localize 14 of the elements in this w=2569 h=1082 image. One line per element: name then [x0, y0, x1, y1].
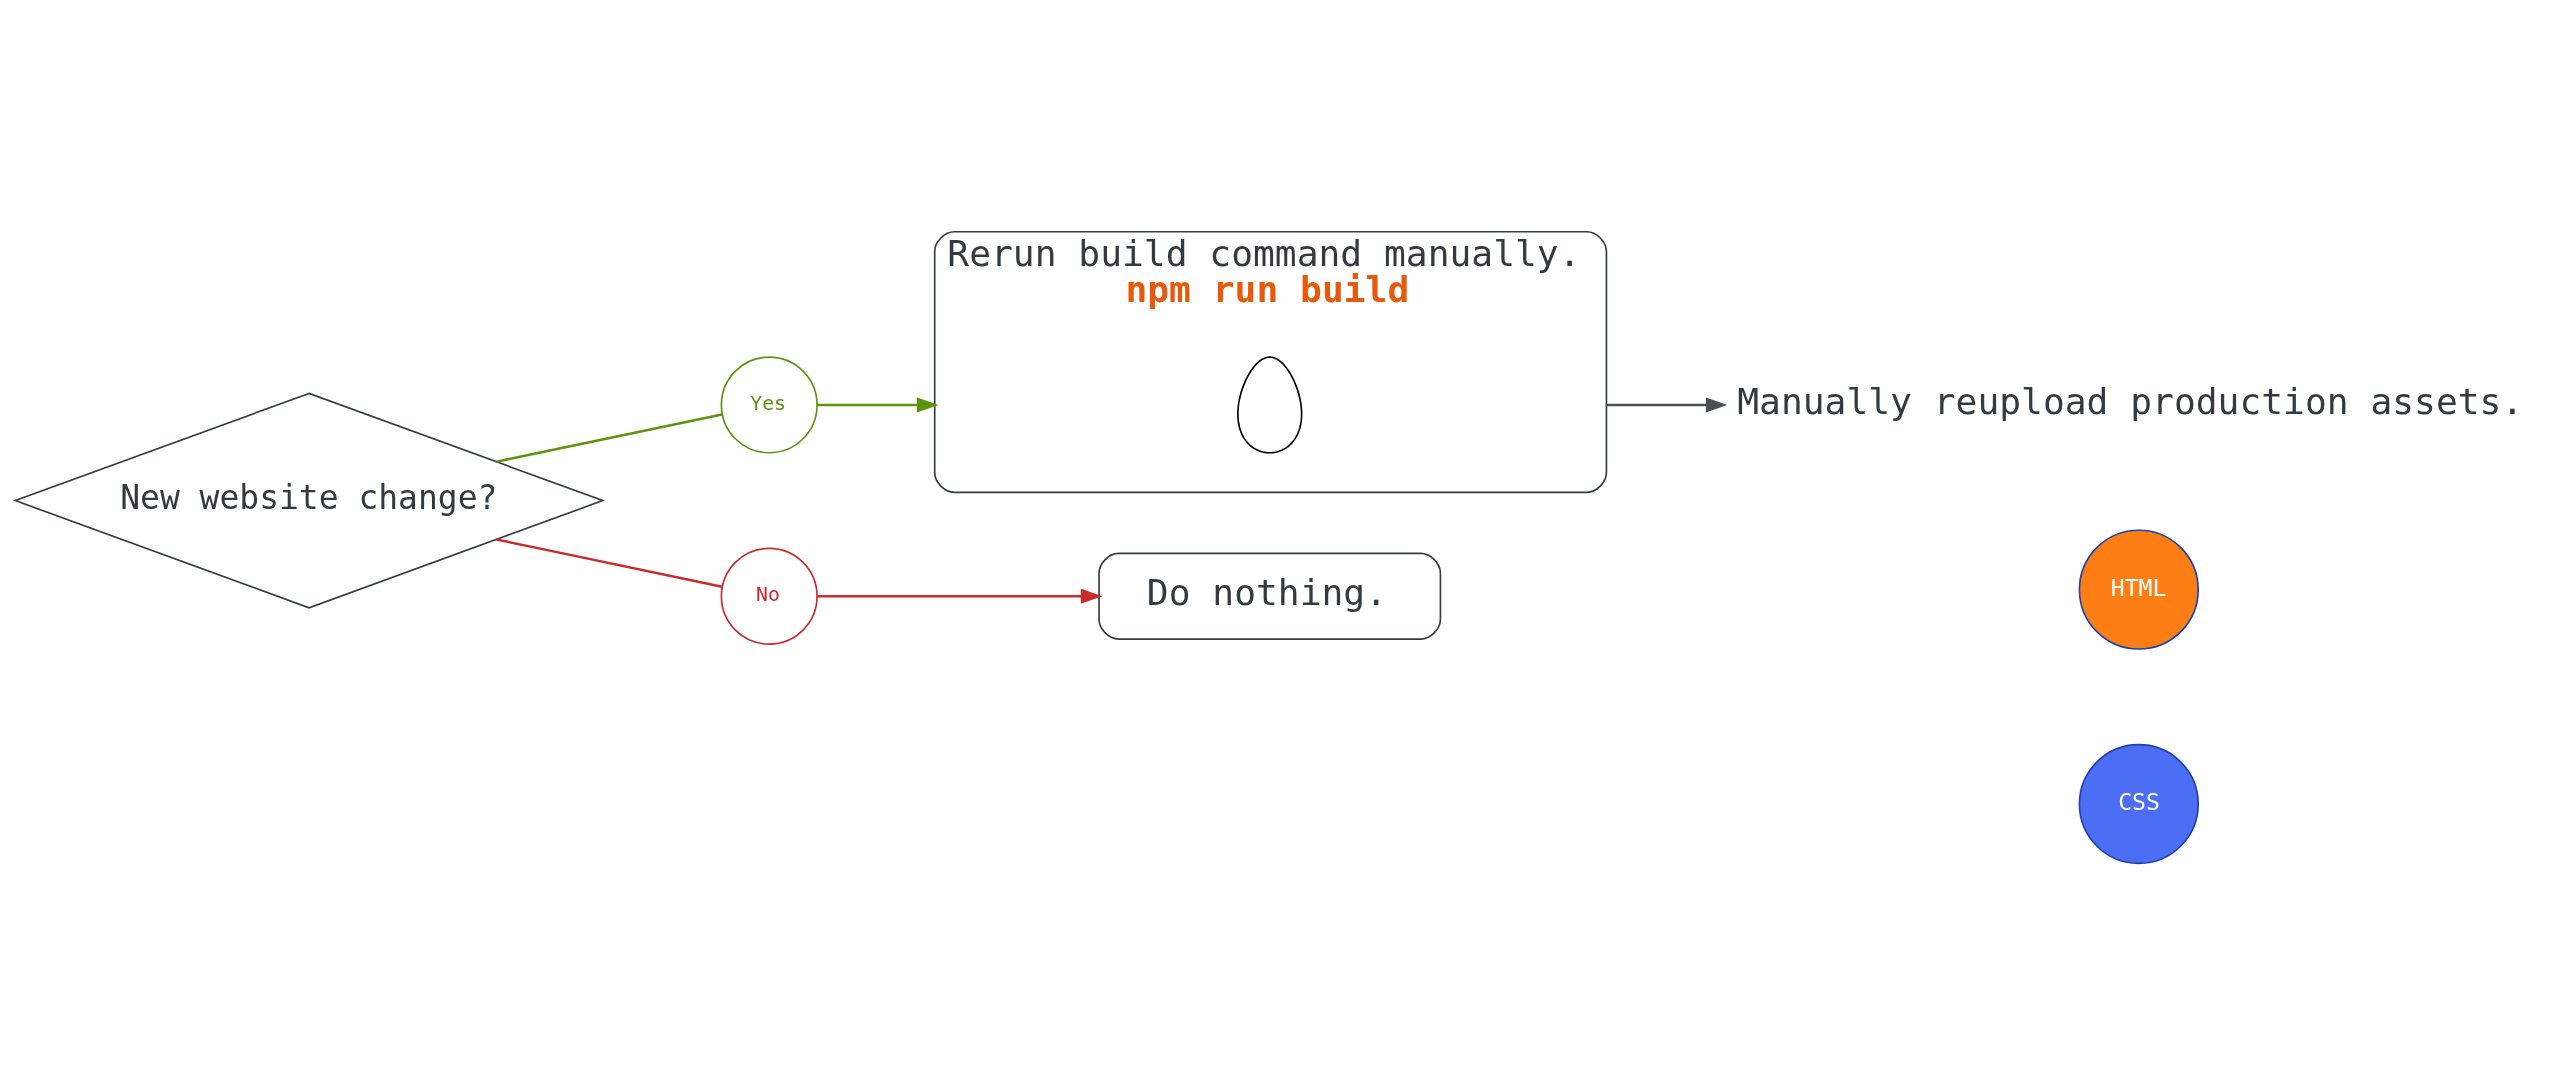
node-circle: CSS — [2078, 743, 2199, 865]
node-circle: Yes — [720, 356, 818, 454]
arrow — [817, 397, 939, 413]
connector — [496, 413, 723, 463]
cluster: Rerun build command manually. npm run build — [933, 230, 1608, 494]
node-circle: HTML — [2078, 529, 2199, 650]
arrow — [1606, 397, 1728, 413]
connector — [496, 538, 723, 588]
node-circle: No — [720, 547, 818, 645]
node-box: Do nothing. — [1098, 552, 1442, 640]
node-diamond: New website change? — [12, 392, 606, 609]
arrow — [817, 588, 1103, 604]
node-person — [1237, 356, 1303, 454]
node-text: Manually reupload production assets. — [1737, 380, 2524, 424]
